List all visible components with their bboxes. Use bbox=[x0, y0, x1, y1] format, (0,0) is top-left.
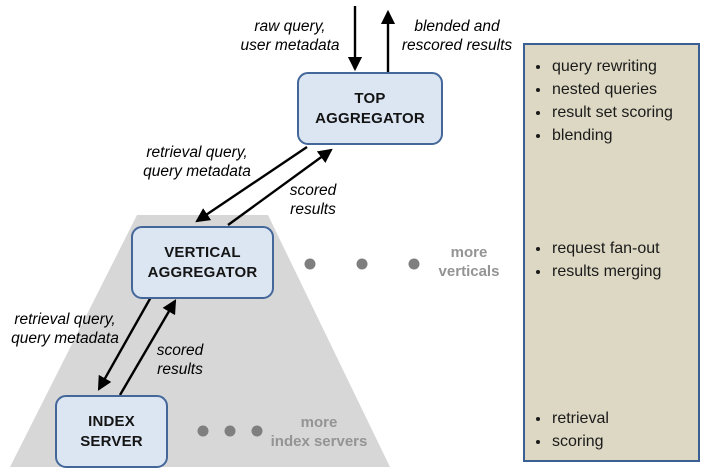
vertical-aggregator-node: VERTICAL AGGREGATOR bbox=[131, 226, 274, 299]
edge-label-retrieval-query-bottom: retrieval query, query metadata bbox=[11, 311, 119, 347]
panel-item: scoring bbox=[551, 430, 698, 453]
panel-item: blending bbox=[551, 124, 698, 147]
arrow-index-to-vertical bbox=[118, 299, 177, 396]
index-server-function-list: retrieval scoring bbox=[525, 407, 698, 453]
edge-label-scored-results-bottom: scored results bbox=[156, 342, 204, 378]
vertical-aggregator-functions: request fan-out results merging bbox=[525, 237, 698, 283]
top-aggregator-node: TOP AGGREGATOR bbox=[297, 72, 443, 145]
more-index-servers-label: more index servers bbox=[270, 414, 368, 450]
functions-panel: query rewriting nested queries result se… bbox=[523, 43, 700, 462]
panel-item: query rewriting bbox=[551, 55, 698, 78]
arrow-top-to-vertical bbox=[195, 146, 308, 223]
panel-item: request fan-out bbox=[551, 237, 698, 260]
index-server-functions: retrieval scoring bbox=[525, 407, 698, 453]
panel-item: results merging bbox=[551, 260, 698, 283]
panel-item: retrieval bbox=[551, 407, 698, 430]
panel-item: nested queries bbox=[551, 78, 698, 101]
top-aggregator-function-list: query rewriting nested queries result se… bbox=[525, 55, 698, 147]
arrow-vertical-to-index bbox=[97, 296, 153, 391]
arrow-vertical-to-top bbox=[227, 148, 333, 226]
edge-label-retrieval-query-top: retrieval query, query metadata bbox=[143, 144, 251, 180]
edge-label-scored-results-top: scored results bbox=[289, 182, 337, 218]
more-index-servers-dots bbox=[197, 425, 263, 437]
vertical-aggregator-function-list: request fan-out results merging bbox=[525, 237, 698, 283]
panel-item: result set scoring bbox=[551, 101, 698, 124]
edge-label-blended-results: blended and rescored results bbox=[401, 18, 513, 54]
more-verticals-dots bbox=[304, 258, 420, 270]
edge-label-raw-query: raw query, user metadata bbox=[240, 18, 340, 54]
more-verticals-label: more verticals bbox=[438, 244, 500, 280]
top-aggregator-functions: query rewriting nested queries result se… bbox=[525, 55, 698, 147]
index-server-node: INDEX SERVER bbox=[55, 395, 168, 468]
